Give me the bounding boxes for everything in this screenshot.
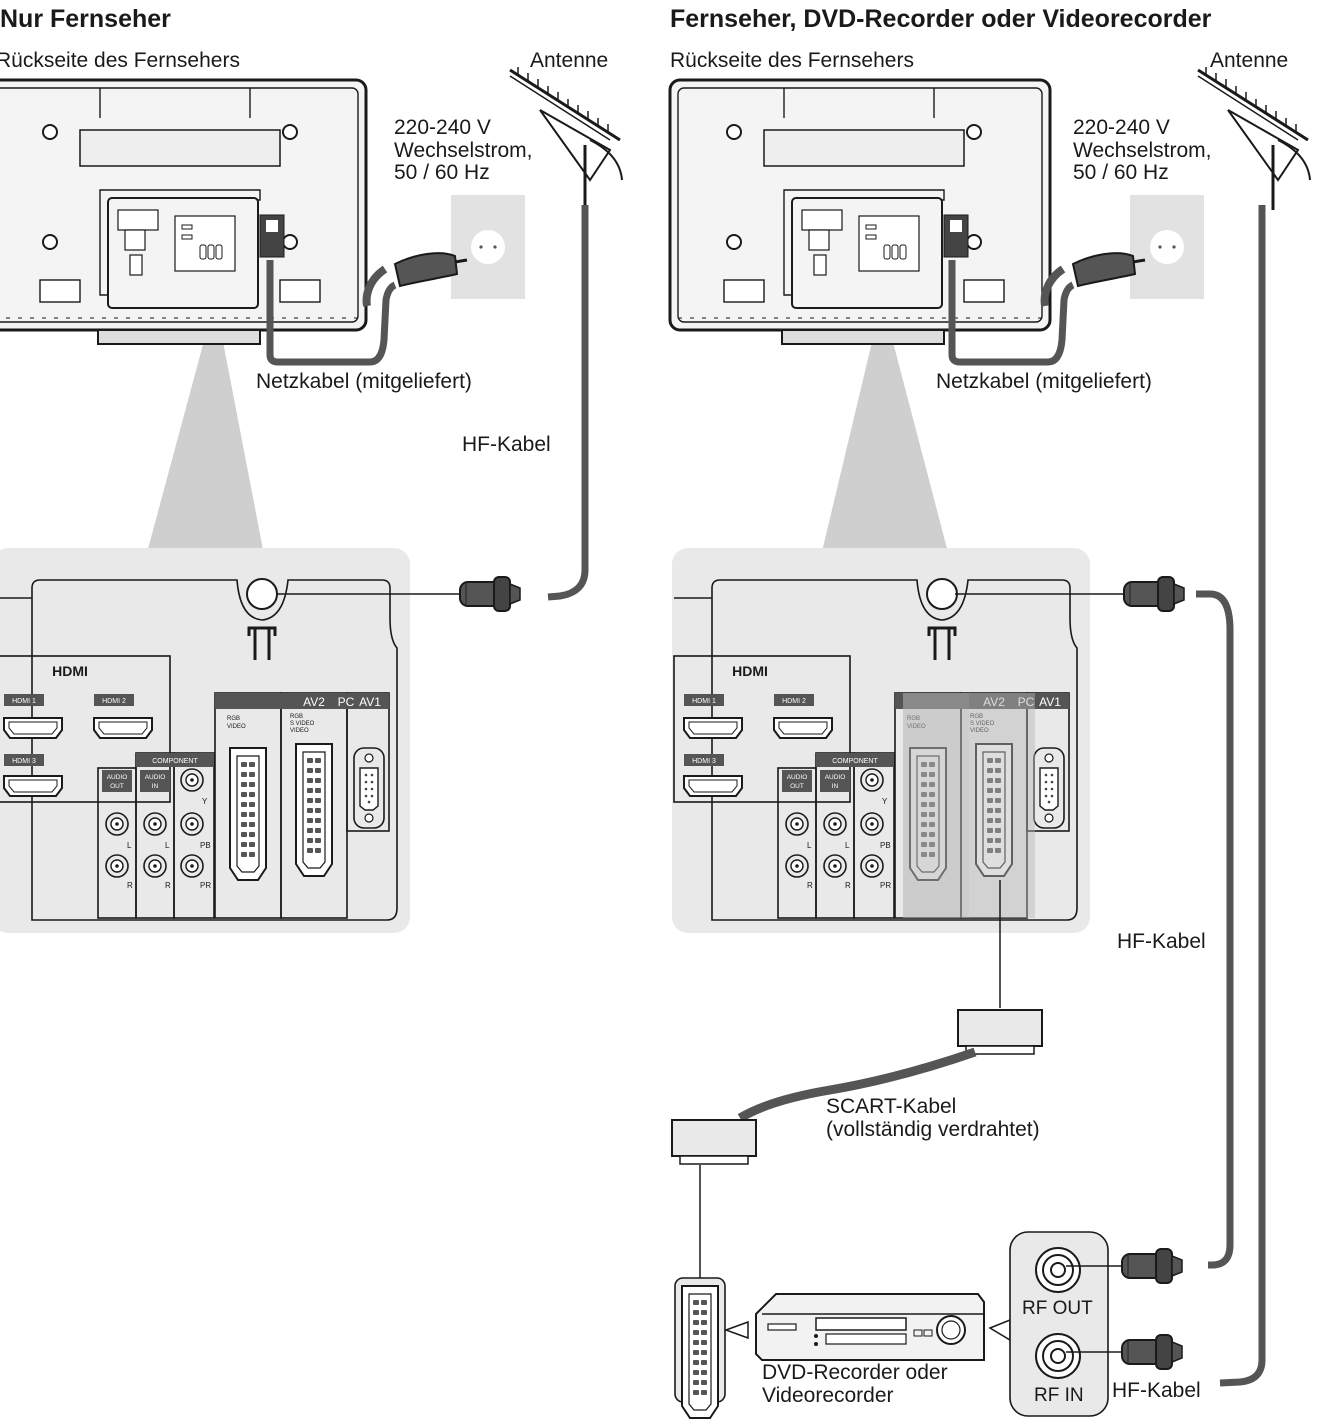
rf-out-plug-icon [1121,1248,1183,1284]
rf-out-jack [1035,1247,1081,1293]
rf-in-label: RF IN [1034,1385,1084,1406]
left-rf-cable-label: HF-Kabel [462,433,551,456]
right-power-label: 220-240 V Wechselstrom, 50 / 60 Hz [1073,116,1212,185]
mains-cable-right [948,260,1075,366]
left-heading: Nur Fernseher [0,5,171,33]
right-rf-cable-label-1: HF-Kabel [1117,930,1206,953]
right-section [668,65,1312,1419]
rf-in-plug-icon [1121,1334,1183,1370]
scart-plug-icon [957,1009,1043,1055]
connector-panel [0,548,410,933]
right-rear-label: Rückseite des Fernsehers [670,49,914,72]
antenna-icon-right [1196,65,1312,212]
av2-highlight [903,693,969,918]
left-power-label: 220-240 V Wechselstrom, 50 / 60 Hz [394,116,533,185]
left-section [0,65,624,933]
rf-plug-icon [459,576,521,612]
rf-cable [547,205,589,601]
left-rear-label: Rückseite des Fernsehers [0,49,240,72]
right-rf-cable-label-2: HF-Kabel [1112,1379,1201,1402]
left-antenna-label: Antenne [530,49,609,72]
zoom-beam [145,300,265,560]
tv-rear-view [0,78,368,346]
recorder-label: DVD-Recorder oder Videorecorder [762,1361,948,1407]
scart-plug-icon-2 [671,1119,757,1165]
rf-cable-antenna [1219,205,1266,1387]
right-antenna-label: Antenne [1210,49,1289,72]
wall-socket-icon [451,195,525,299]
left-mains-cable-label: Netzkabel (mitgeliefert) [256,370,472,393]
rf-cable-to-tv [1196,590,1234,1269]
right-heading: Fernseher, DVD-Recorder oder Videorecord… [670,5,1212,33]
scart-cable-label: SCART-Kabel (vollständig verdrahtet) [826,1095,1040,1141]
rf-in-jack [1035,1333,1081,1379]
mains-cable [266,260,397,366]
tv-rear-view-right [668,78,1052,346]
recorder-scart-port [681,1285,719,1419]
scart-cable [737,1047,977,1122]
zoom-beam-right [820,300,950,560]
rf-plug-icon-right [1123,576,1185,612]
power-plug-icon-right [1045,253,1145,306]
callout-pointer [723,1320,749,1340]
wall-socket-icon-right [1130,195,1204,299]
callout-pointer-2 [988,1318,1011,1342]
rf-jack-box [1009,1231,1109,1417]
right-mains-cable-label: Netzkabel (mitgeliefert) [936,370,1152,393]
av1-highlight [969,693,1035,918]
recorder-icon [755,1293,985,1361]
rf-out-label: RF OUT [1022,1298,1093,1319]
